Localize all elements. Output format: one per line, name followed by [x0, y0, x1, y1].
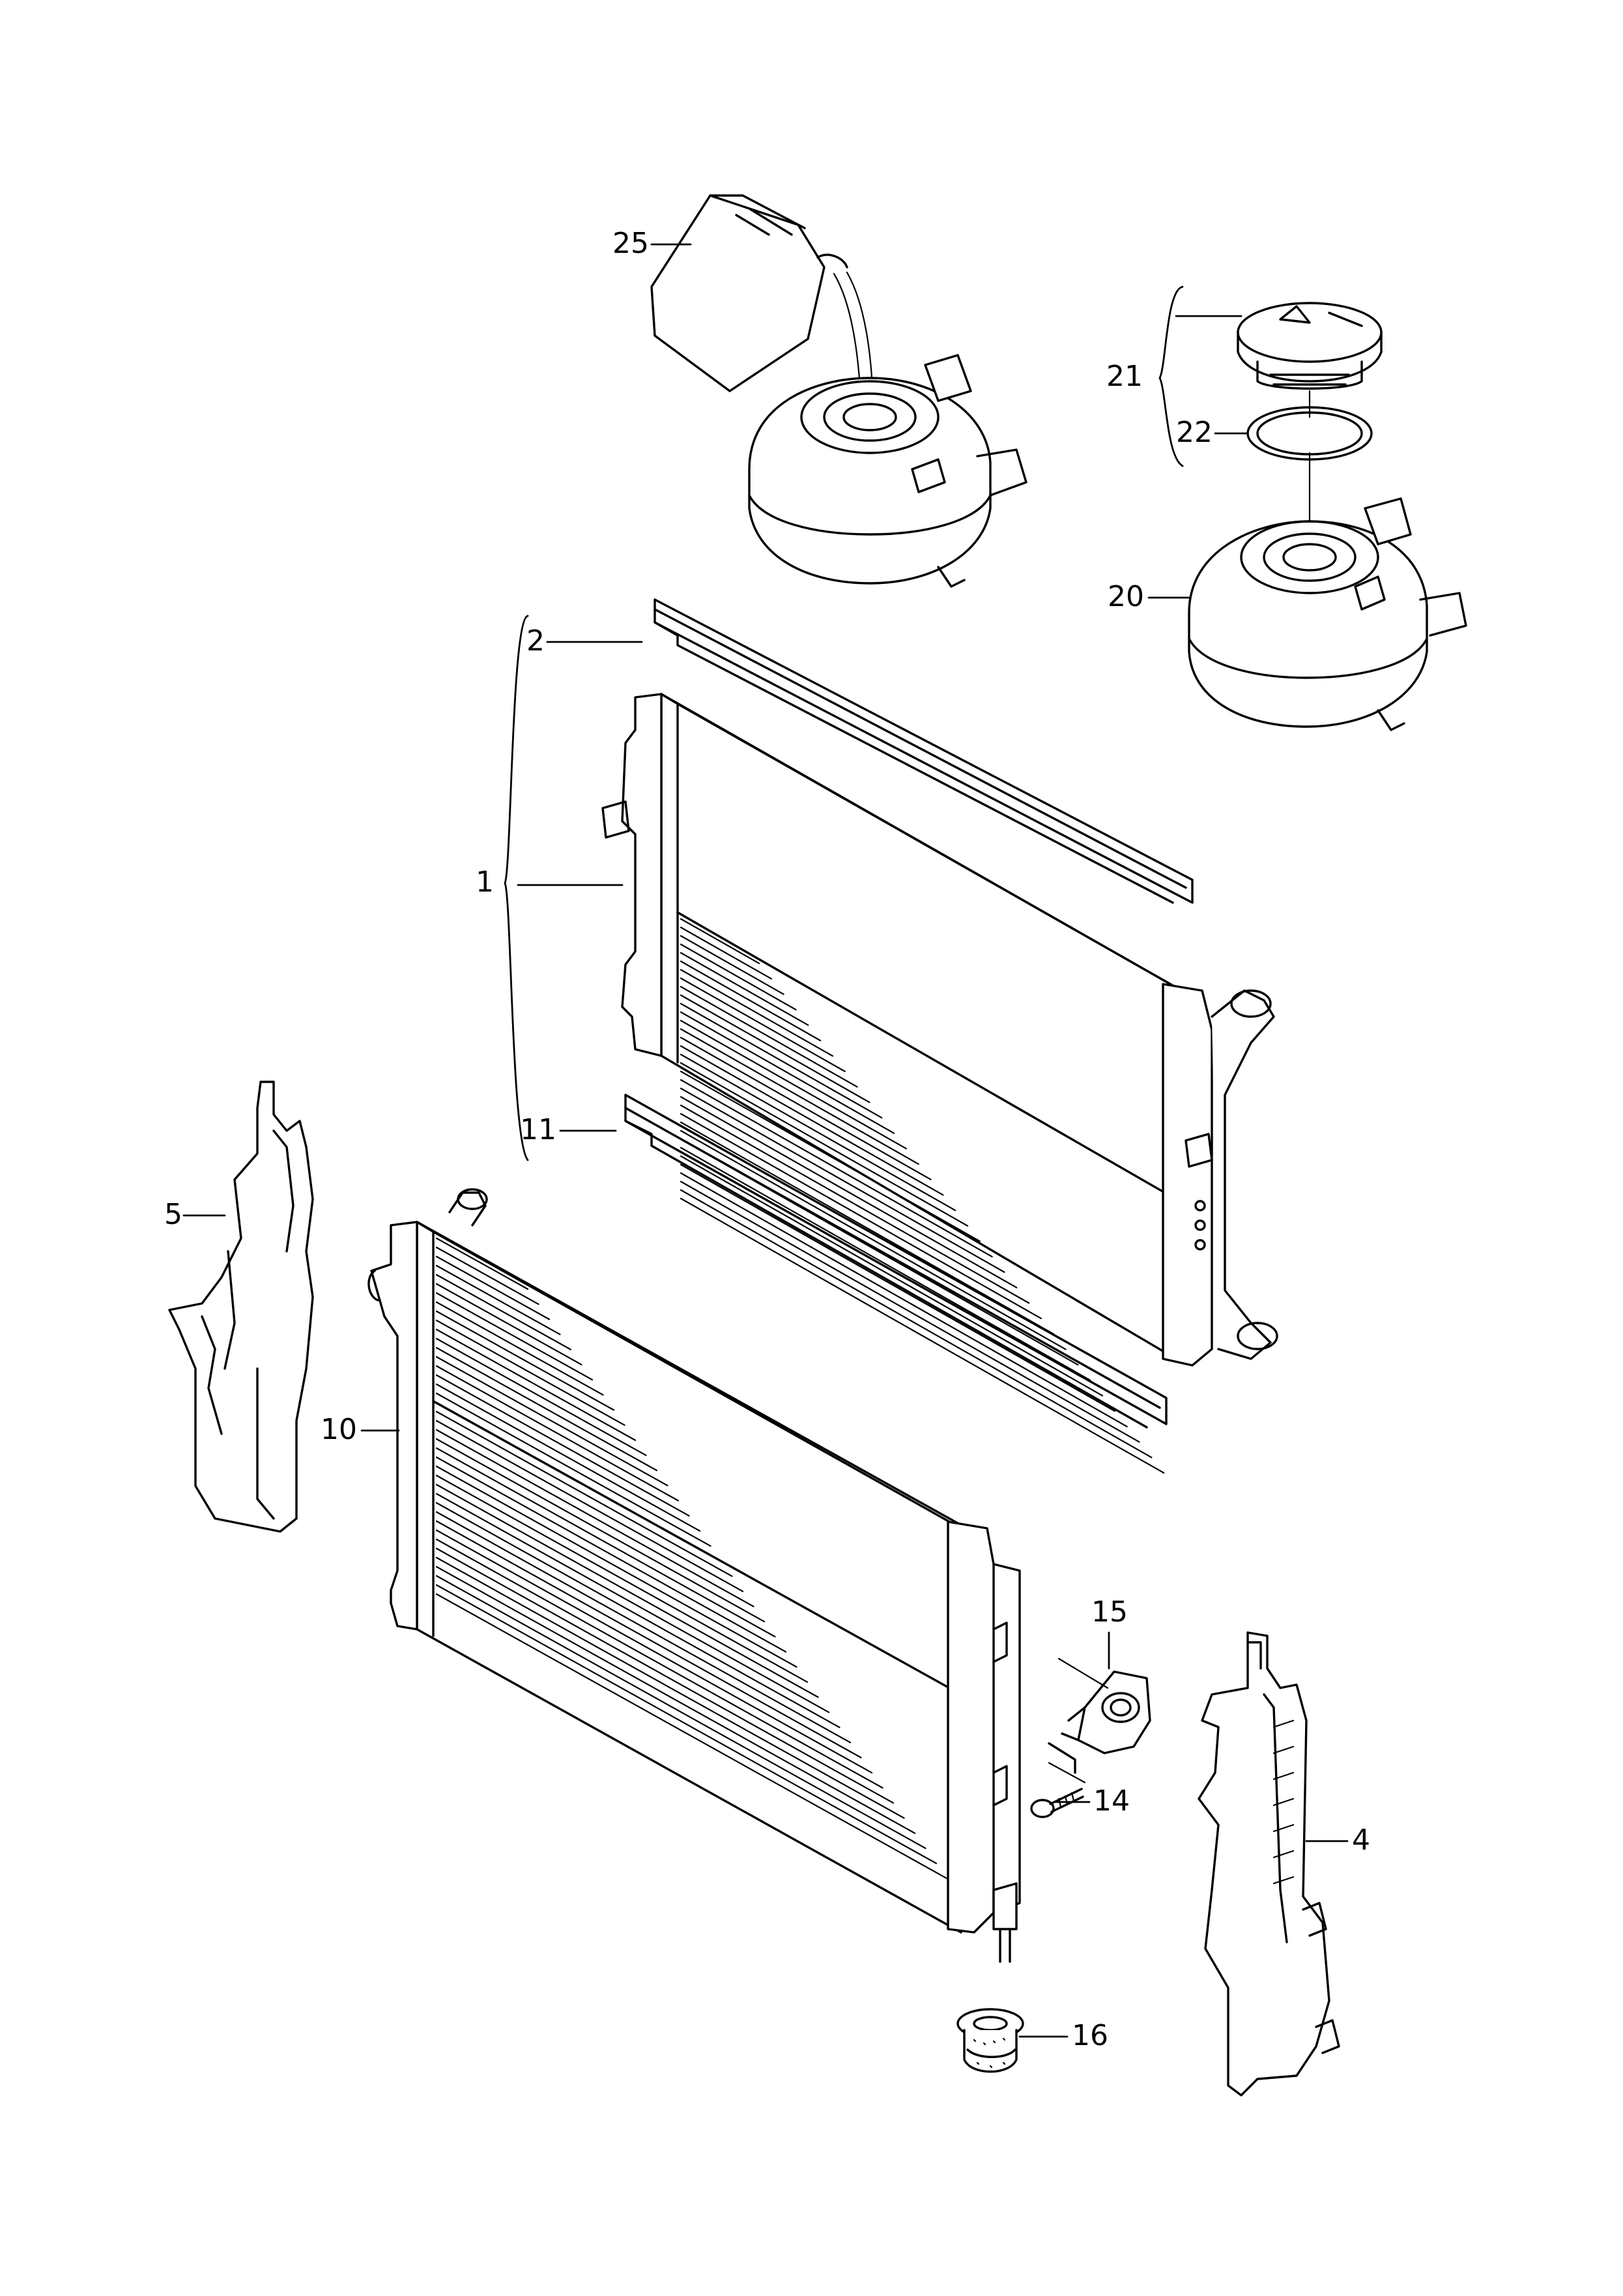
part-10-condenser [367, 1188, 1021, 1963]
part-5-left-air-duct [168, 1081, 314, 1533]
svg-text:2: 2 [526, 624, 545, 658]
callout-15: 15 [1091, 1595, 1128, 1670]
callout-2: 2 [526, 624, 643, 658]
callout-10: 10 [321, 1413, 400, 1446]
callout-16: 16 [1018, 2019, 1108, 2052]
part-20-expansion-tank [1188, 497, 1467, 731]
svg-text:22: 22 [1176, 416, 1213, 449]
part-2-upper-air-guide [654, 598, 1194, 904]
svg-text:1: 1 [476, 865, 494, 899]
part-15-bracket [1048, 1657, 1151, 1774]
callout-5: 5 [164, 1198, 226, 1231]
svg-text:21: 21 [1106, 360, 1143, 393]
svg-text:20: 20 [1108, 580, 1144, 613]
callout-11: 11 [520, 1113, 617, 1146]
callout-21: 21 [1106, 285, 1242, 467]
callout-20: 20 [1108, 580, 1190, 613]
callout-1: 1 [476, 615, 624, 1161]
svg-text:14: 14 [1093, 1784, 1130, 1818]
callout-25: 25 [612, 227, 692, 260]
callout-4: 4 [1305, 1824, 1370, 1857]
part-expansion-tank-upper [748, 354, 1027, 588]
svg-text:16: 16 [1072, 2019, 1108, 2052]
svg-text:10: 10 [321, 1413, 357, 1446]
svg-text:25: 25 [612, 227, 649, 260]
part-22-seal-ring [1246, 390, 1373, 549]
svg-text:11: 11 [520, 1113, 556, 1146]
part-1-radiator [601, 693, 1278, 1367]
condenser-fin-shading [435, 1237, 948, 1880]
callout-14: 14 [1054, 1784, 1130, 1818]
svg-text:4: 4 [1352, 1824, 1370, 1857]
callout-22: 22 [1176, 416, 1249, 449]
radiator-fin-shading [680, 918, 1165, 1474]
part-16-grommet [956, 2008, 1024, 2073]
part-25-coolant-bottle [650, 194, 874, 418]
svg-text:15: 15 [1091, 1595, 1128, 1629]
svg-text:5: 5 [164, 1198, 182, 1231]
part-4-right-air-duct [1198, 1631, 1340, 2097]
part-21-cap [1237, 302, 1383, 390]
part-14-screw [1030, 1762, 1086, 1818]
